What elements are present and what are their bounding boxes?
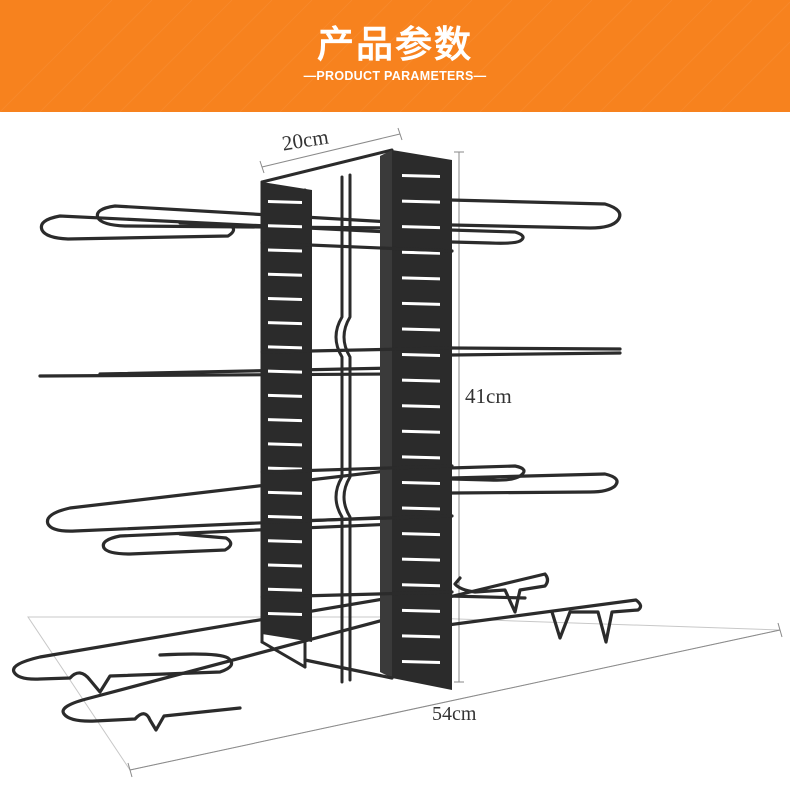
upright-slot: [268, 393, 302, 398]
upright-slot: [268, 272, 302, 277]
upright-slot: [268, 224, 302, 229]
banner-background: [0, 0, 790, 112]
upright-slot: [402, 557, 440, 562]
upright-slot: [268, 539, 302, 544]
upright-slot: [268, 587, 302, 592]
upright-slot: [268, 296, 302, 301]
upright-slot: [402, 583, 440, 588]
upright-slot: [402, 404, 440, 409]
upright-slot: [402, 199, 440, 204]
right-upright: [380, 150, 452, 690]
upright-slot: [402, 480, 440, 485]
upright-slot: [268, 442, 302, 447]
upright-slot: [402, 455, 440, 460]
upright-slot: [402, 327, 440, 332]
upright-slot: [402, 506, 440, 511]
upright-slot: [268, 369, 302, 374]
upright-slot: [402, 532, 440, 537]
upright-slot: [268, 248, 302, 253]
depth-dimension-label: 54cm: [432, 703, 477, 725]
page-title: 产品参数: [317, 23, 473, 66]
upright-slot: [268, 345, 302, 350]
upright-slot: [402, 634, 440, 639]
upright-slot: [402, 378, 440, 383]
left-upright: [262, 182, 312, 642]
height-dimension-label: 41cm: [465, 384, 512, 408]
upright-slot: [268, 612, 302, 616]
upright-slot: [402, 250, 440, 255]
width-guide: [259, 127, 403, 174]
rack-illustration: [11, 127, 783, 778]
header-banner: 产品参数 —PRODUCT PARAMETERS—: [0, 0, 790, 112]
upright-slot: [402, 276, 440, 281]
upright-slot: [402, 301, 440, 306]
upright-slot: [268, 321, 302, 326]
upright-slot: [402, 429, 440, 434]
upright-slot: [268, 490, 302, 495]
product-stage: 20cm 41cm 54cm: [0, 112, 790, 799]
upright-slot: [268, 418, 302, 423]
upright-slot: [402, 225, 440, 230]
upright-slot: [268, 200, 302, 204]
upright-slot: [402, 608, 440, 613]
upright-slot: [268, 563, 302, 568]
upright-slot: [402, 353, 440, 358]
upright-slot: [402, 174, 440, 178]
upright-slot: [402, 660, 440, 664]
page-subtitle: —PRODUCT PARAMETERS—: [303, 69, 487, 83]
upright-slot: [268, 515, 302, 520]
